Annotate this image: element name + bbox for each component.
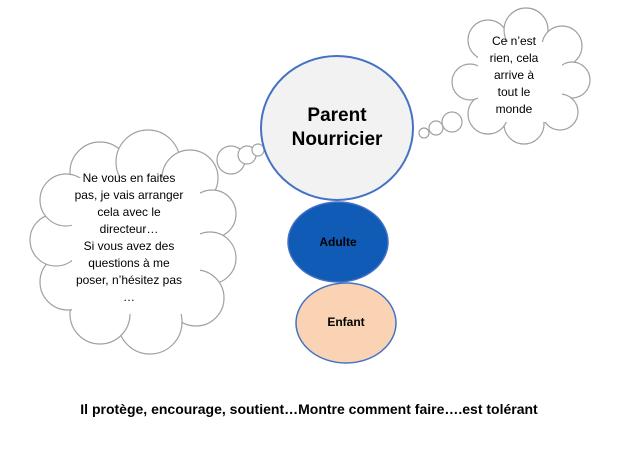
right-thought-cloud (451, 7, 591, 145)
left-bubble-line: Si vous avez des (83, 239, 175, 253)
caption: Il protège, encourage, soutient…Montre c… (80, 401, 538, 417)
adulte-label: Adulte (319, 235, 357, 249)
cloud-body (478, 42, 562, 122)
left-bubble-line: cela avec le (97, 205, 161, 219)
thought-dot (441, 111, 463, 133)
right-bubble-line: Ce n’est (491, 34, 537, 48)
right-bubble-line: arrive à (493, 68, 534, 82)
enfant-label: Enfant (327, 315, 365, 329)
left-bubble-line: Ne vous en faites (82, 171, 176, 185)
parent-label-line-2: Nourricier (291, 129, 383, 150)
left-bubble-line: questions à me (88, 256, 170, 270)
right-bubble-text: Ce n’est rien, cela arrive à tout le mon… (472, 33, 556, 118)
right-bubble-line: tout le (497, 85, 531, 99)
left-bubble-text: Ne vous en faites pas, je vais arranger … (62, 170, 196, 306)
parent-nourricier-label: Parent Nourricier (262, 104, 412, 152)
parent-nourricier-circle (260, 55, 414, 201)
left-thought-trail (216, 143, 265, 175)
right-bubble-line: monde (495, 102, 533, 116)
left-thought-cloud (29, 129, 237, 355)
parent-label-line-1: Parent (307, 105, 367, 126)
left-bubble-line: pas, je vais arranger (74, 188, 184, 202)
thought-dot (418, 127, 430, 139)
cloud-body (72, 178, 200, 314)
left-bubble-line: directeur… (99, 222, 159, 236)
adulte-circle (287, 201, 389, 283)
thought-dot (428, 120, 444, 136)
left-bubble-line: … (123, 290, 135, 304)
right-bubble-line: rien, cela (489, 51, 539, 65)
enfant-circle (295, 282, 397, 364)
right-thought-trail (418, 111, 463, 139)
left-bubble-line: poser, n’hésitez pas (75, 273, 183, 287)
